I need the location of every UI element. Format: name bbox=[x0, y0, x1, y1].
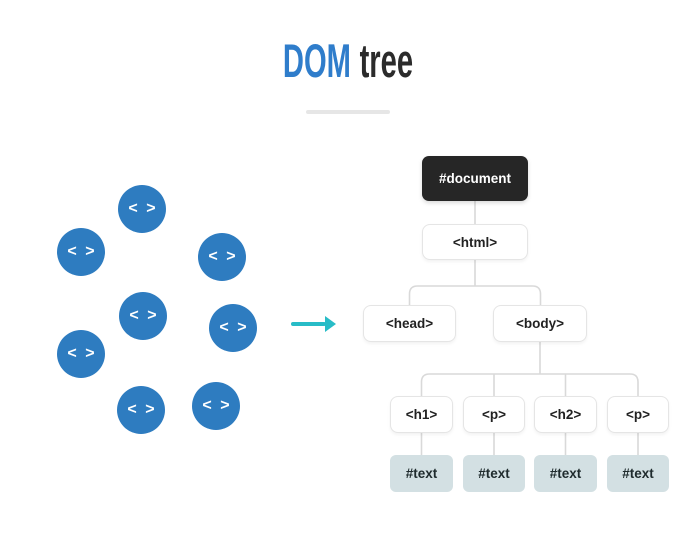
tree-node-h1: <h1> bbox=[390, 396, 453, 433]
code-icon: < > bbox=[67, 243, 97, 260]
title-rest: tree bbox=[359, 34, 414, 87]
tree-node-p1: <p> bbox=[463, 396, 525, 433]
arrow-right-icon bbox=[291, 316, 337, 332]
code-icon: < > bbox=[202, 397, 232, 414]
tree-node-head: <head> bbox=[363, 305, 456, 342]
tree-node-text-4: #text bbox=[607, 455, 669, 492]
tree-node-body: <body> bbox=[493, 305, 587, 342]
tree-node-text-1: #text bbox=[390, 455, 453, 492]
tree-node-document: #document bbox=[422, 156, 528, 201]
code-circle: < > bbox=[57, 330, 105, 378]
tree-node-html: <html> bbox=[422, 224, 528, 260]
code-circle: < > bbox=[57, 228, 105, 276]
tree-node-text-2: #text bbox=[463, 455, 525, 492]
code-circle: < > bbox=[118, 185, 166, 233]
tree-node-h2: <h2> bbox=[534, 396, 597, 433]
code-circle: < > bbox=[192, 382, 240, 430]
connector-line bbox=[408, 285, 542, 305]
tree-node-p2: <p> bbox=[607, 396, 669, 433]
code-circle: < > bbox=[198, 233, 246, 281]
code-icon: < > bbox=[208, 248, 238, 265]
title-accent: DOM bbox=[282, 34, 351, 87]
arrow-head bbox=[325, 316, 336, 332]
title-divider bbox=[306, 110, 390, 114]
arrow-shaft bbox=[291, 322, 326, 326]
code-circle: < > bbox=[117, 386, 165, 434]
code-circle: < > bbox=[119, 292, 167, 340]
code-icon: < > bbox=[67, 345, 97, 362]
code-icon: < > bbox=[128, 200, 158, 217]
tree-node-text-3: #text bbox=[534, 455, 597, 492]
code-circle: < > bbox=[209, 304, 257, 352]
code-icon: < > bbox=[129, 307, 159, 324]
connector-line bbox=[420, 373, 639, 396]
code-icon: < > bbox=[127, 401, 157, 418]
code-icon: < > bbox=[219, 319, 249, 336]
